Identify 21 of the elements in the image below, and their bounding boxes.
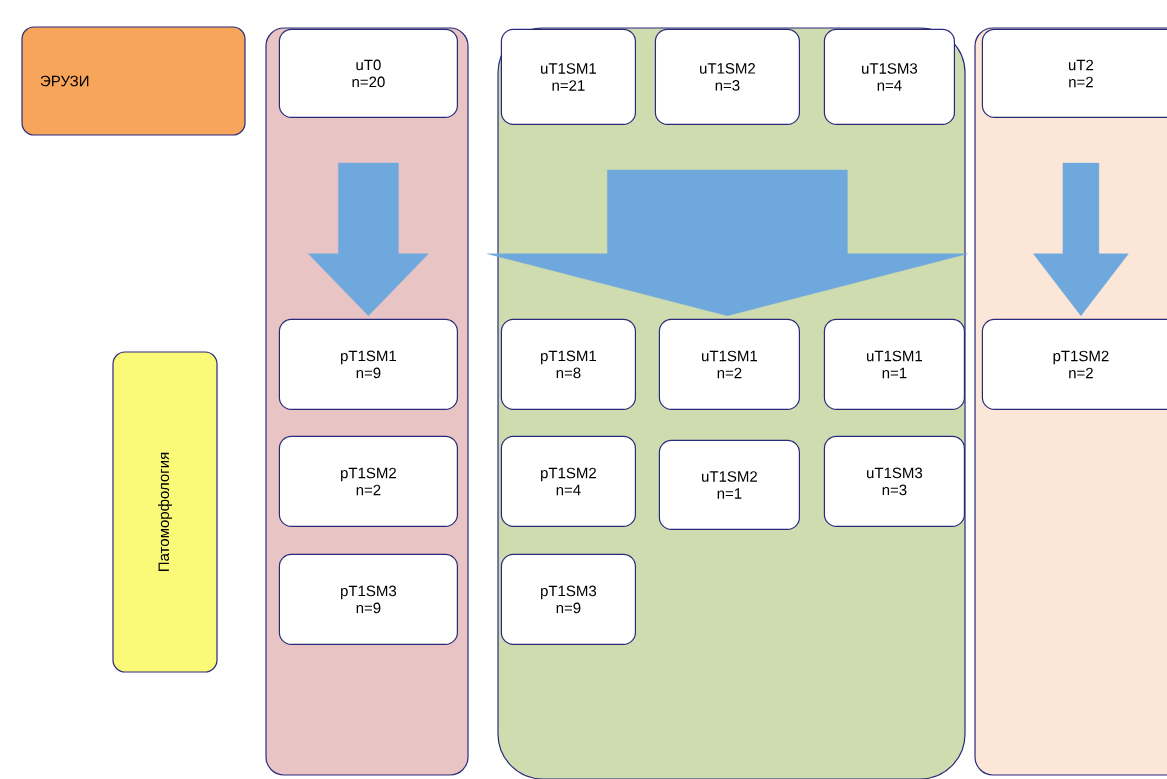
stage-box: uT1SM1 n=2	[658, 318, 800, 410]
row-heading-box: Патоморфология	[112, 351, 218, 673]
block-arrow	[487, 169, 968, 316]
row-heading-box: ЭРУЗИ	[21, 26, 246, 136]
stage-box: uT0 n=20	[278, 28, 458, 118]
block-arrow	[308, 162, 429, 316]
stage-box: uT1SM2 n=3	[654, 28, 800, 125]
stage-box: pT1SM1 n=9	[278, 318, 458, 410]
stage-box: pT1SM1 n=8	[500, 318, 636, 410]
stage-box: uT1SM2 n=1	[658, 439, 800, 530]
stage-box: pT1SM2 n=2	[278, 435, 458, 527]
stage-box: uT1SM3 n=3	[823, 435, 965, 527]
stage-box: uT2 n=2	[981, 28, 1167, 118]
stage-box: pT1SM3 n=9	[278, 553, 458, 645]
stage-box: pT1SM3 n=9	[500, 553, 636, 645]
stage-box: pT1SM2 n=4	[500, 435, 636, 527]
stage-box: uT1SM1 n=1	[823, 318, 965, 410]
block-arrow	[1033, 162, 1129, 316]
stage-box: pT1SM2 n=2	[981, 318, 1167, 410]
stage-box: uT1SM3 n=4	[823, 28, 955, 125]
stage-box: uT1SM1 n=21	[500, 28, 636, 125]
